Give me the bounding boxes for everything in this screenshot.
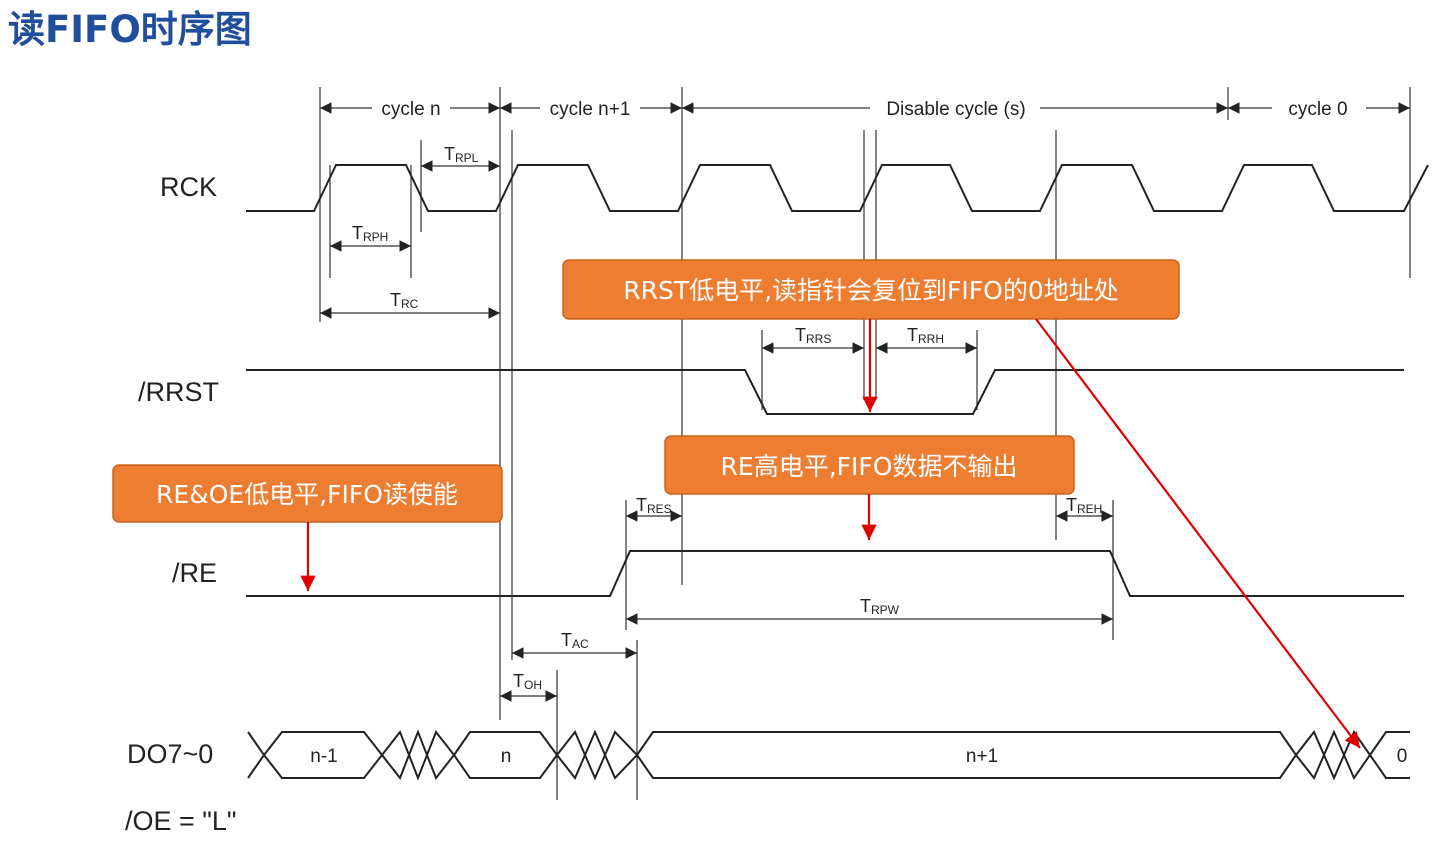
cycle-n-label: cycle n — [381, 99, 440, 120]
data-value-0: 0 — [1397, 746, 1408, 767]
trph-label: TRPH — [352, 223, 388, 244]
cycle-0-label: cycle 0 — [1288, 99, 1347, 120]
rck-label: RCK — [160, 172, 217, 202]
callout-re-oe-text: RE&OE低电平,FIFO读使能 — [156, 480, 458, 509]
cycle-n1-label: cycle n+1 — [550, 99, 631, 120]
trpw-label: TRPW — [860, 596, 900, 617]
rck-waveform — [246, 164, 1429, 212]
do-label: DO7~0 — [127, 739, 213, 769]
data-value-n: n — [501, 746, 512, 767]
cycle-header: cycle n cycle n+1 Disable cycle (s) cycl… — [320, 99, 1410, 120]
page-title: 读FIFO时序图 — [8, 8, 252, 51]
callout-rrst-text: RRST低电平,读指针会复位到FIFO的0地址处 — [623, 276, 1119, 305]
re-waveform — [246, 550, 1404, 597]
rrst-waveform — [246, 369, 1404, 415]
data-value-n-minus-1: n-1 — [310, 746, 337, 767]
red-arrow-to-data-0 — [1035, 318, 1361, 749]
disable-cycle-label: Disable cycle (s) — [886, 99, 1025, 120]
tac-label: TAC — [561, 630, 589, 651]
red-arrows — [300, 318, 1361, 749]
re-timings: TRES TREH TRPW TAC TOH — [500, 495, 1113, 702]
oe-label: /OE = "L" — [125, 806, 236, 836]
trrh-label: TRRH — [907, 325, 944, 346]
callout-re-high-text: RE高电平,FIFO数据不输出 — [721, 452, 1018, 481]
trrs-label: TRRS — [795, 325, 831, 346]
trpl-label: TRPL — [444, 144, 479, 165]
tres-label: TRES — [636, 495, 672, 516]
rrst-timings: TRRS TRRH — [762, 325, 977, 354]
treh-label: TREH — [1066, 495, 1102, 516]
data-value-n-plus-1: n+1 — [966, 746, 998, 767]
toh-label: TOH — [513, 671, 542, 692]
rck-timings: TRPL TRPH TRC — [320, 144, 500, 319]
re-label: /RE — [172, 558, 217, 588]
trc-label: TRC — [390, 290, 419, 311]
do-bus-waveform — [247, 729, 1410, 781]
rrst-label: /RRST — [138, 377, 219, 407]
